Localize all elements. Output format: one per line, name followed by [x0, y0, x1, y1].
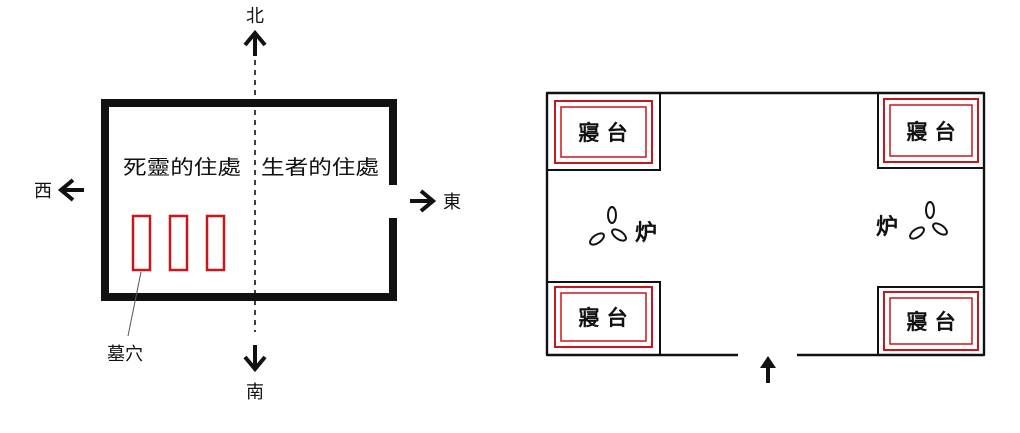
south-arrow-icon — [243, 345, 267, 373]
house-outline — [101, 99, 397, 301]
bed-bottom-left: 寢 台 — [554, 286, 653, 348]
entrance-arrow-icon — [760, 356, 776, 383]
graves-label: 墓穴 — [107, 344, 143, 365]
west-label: 西 — [34, 181, 52, 202]
bed-label: 寢 台 — [578, 120, 627, 145]
east-arrow-icon — [410, 189, 437, 213]
west-arrow-icon — [57, 178, 84, 202]
bed-label: 寢 台 — [906, 119, 955, 144]
bed-label: 寢 台 — [906, 309, 955, 334]
room-outline — [545, 91, 986, 357]
graves-leader-line — [127, 271, 142, 337]
bed-label: 寢 台 — [578, 305, 627, 330]
dead-area-label: 死靈的住處 — [123, 155, 241, 179]
bed-bottom-right: 寢 台 — [883, 291, 979, 351]
bed-alcove-bottom-right — [877, 286, 984, 355]
north-arrow-icon — [243, 29, 267, 56]
left-diagram: 北 南 西 東 死靈的住處 生者的住處 墓穴 — [34, 6, 461, 403]
north-label: 北 — [246, 6, 264, 27]
stove-label: 炉 — [635, 220, 657, 246]
living-area-label: 生者的住處 — [261, 155, 379, 179]
east-label: 東 — [443, 192, 461, 213]
grave-pit — [168, 214, 189, 272]
stove-stones-icon — [909, 201, 948, 240]
grave-pit — [205, 214, 226, 272]
stove-left: 炉 — [589, 206, 657, 246]
bed-alcove-top-right — [877, 93, 984, 169]
south-label: 南 — [246, 382, 264, 403]
bed-top-left: 寢 台 — [554, 100, 653, 164]
stove-label: 炉 — [876, 214, 898, 240]
stove-stones-icon — [589, 206, 627, 246]
bed-top-right: 寢 台 — [883, 98, 979, 163]
grave-pit — [131, 214, 152, 272]
bed-alcove-top-left — [547, 93, 661, 171]
bed-alcove-bottom-left — [547, 281, 661, 355]
stove-right: 炉 — [876, 201, 948, 240]
graves-group — [131, 214, 226, 272]
right-diagram: 寢 台 寢 台 寢 台 寢 台 炉 — [545, 91, 986, 383]
